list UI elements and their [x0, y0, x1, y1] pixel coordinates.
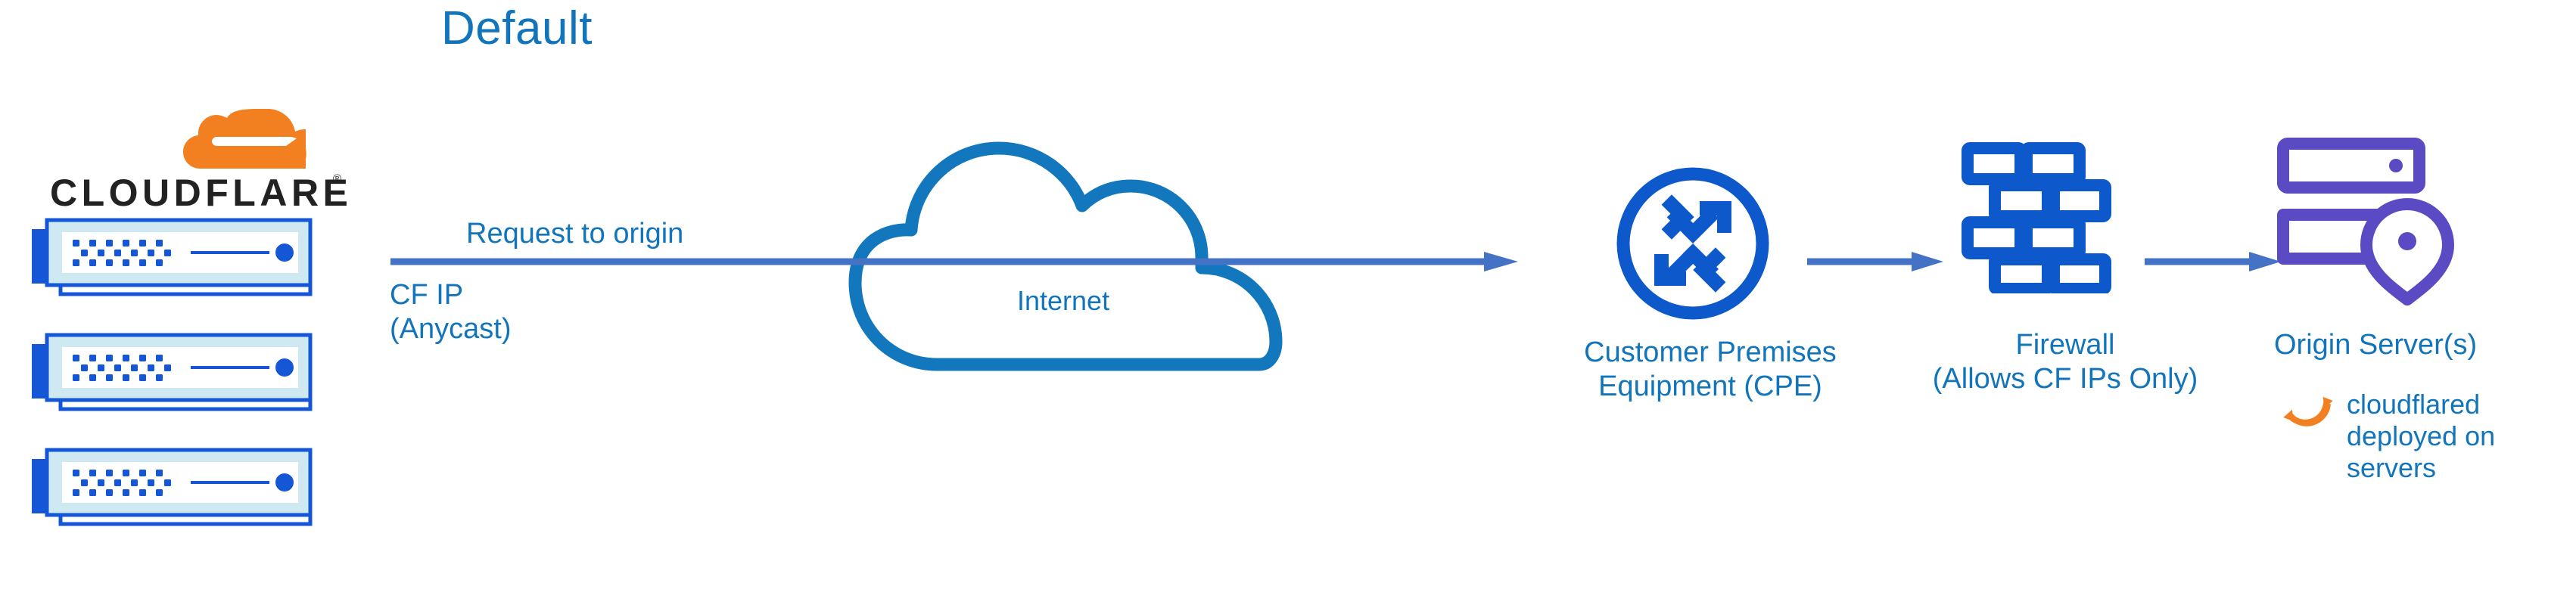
- cloudflare-logo: CLOUDFLARE ®: [30, 98, 348, 214]
- origin-server-label: Origin Server(s): [2274, 329, 2478, 361]
- page-title: Default: [441, 2, 593, 54]
- firewall-label: Firewall (Allows CF IPs Only): [1899, 328, 2232, 396]
- cpe-label-line-2: Equipment (CPE): [1598, 371, 1822, 402]
- cloudflare-edge-server-2: [20, 330, 322, 414]
- brick-wall-icon: [1962, 142, 2111, 295]
- cloudflare-edge-server-3: [20, 445, 322, 529]
- registered-trademark-icon: ®: [333, 172, 342, 185]
- arrow-edge-to-cpe: [390, 250, 1518, 273]
- request-to-origin-label: Request to origin: [466, 218, 684, 250]
- cpe-label-line-1: Customer Premises: [1584, 336, 1837, 368]
- cf-ip-line-2: (Anycast): [390, 313, 512, 345]
- cloudflared-label: cloudflared deployed on servers: [2347, 389, 2496, 483]
- sync-arrows-icon: [2279, 380, 2337, 438]
- arrow-cpe-to-firewall: [1807, 250, 1943, 273]
- server-location-icon: [2277, 138, 2459, 305]
- cloudflare-edge-server-1: [20, 216, 322, 299]
- cf-ip-line-1: CF IP: [390, 279, 464, 311]
- arrow-firewall-to-origin: [2145, 250, 2281, 273]
- firewall-label-line-2: (Allows CF IPs Only): [1932, 363, 2198, 395]
- internet-cloud-icon: Internet: [842, 115, 1296, 372]
- cf-ip-anycast-label: CF IP (Anycast): [390, 278, 511, 346]
- cpe-label: Customer Premises Equipment (CPE): [1551, 336, 1869, 404]
- firewall-label-line-1: Firewall: [2015, 329, 2115, 361]
- internet-label-text: Internet: [1017, 285, 1109, 316]
- router-icon: [1614, 165, 1772, 322]
- cloudflare-cloud-mark-icon: [171, 98, 315, 174]
- cloudflare-wordmark: CLOUDFLARE: [50, 172, 353, 214]
